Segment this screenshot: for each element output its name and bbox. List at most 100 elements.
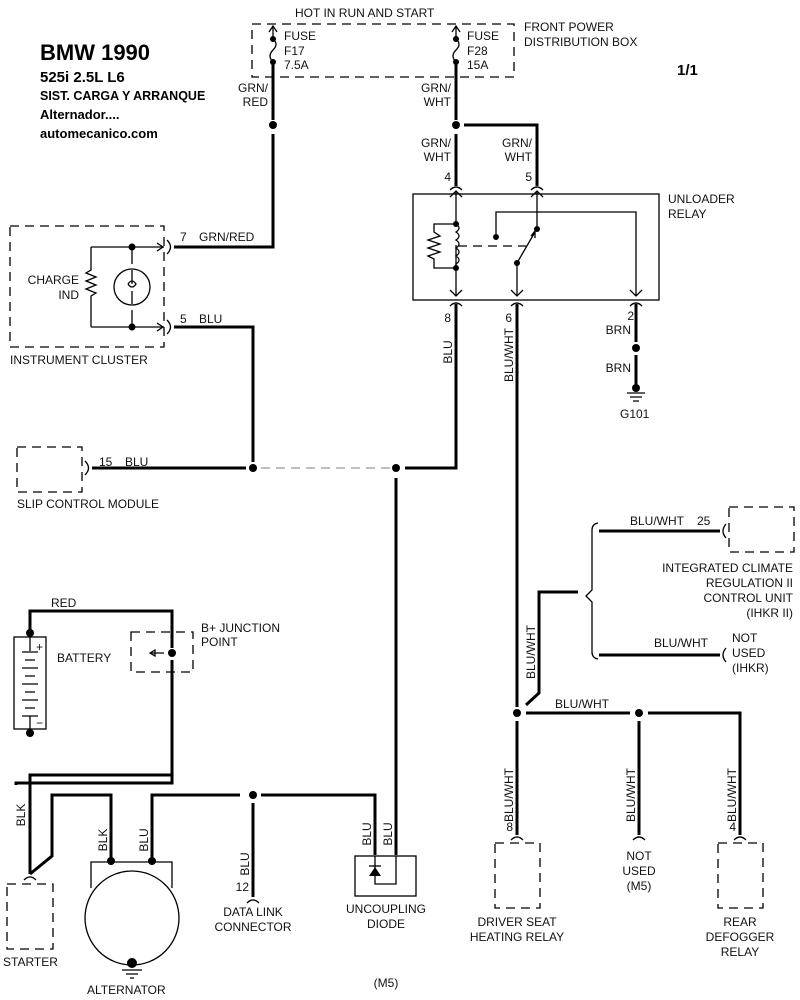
svg-text:+: + (36, 640, 43, 654)
svg-text:BLU: BLU (441, 340, 455, 363)
driver-seat-heating-relay: BLU/WHT 8 DRIVER SEAT HEATING RELAY (470, 767, 564, 944)
svg-text:5: 5 (525, 170, 532, 184)
svg-text:NOT: NOT (626, 849, 652, 863)
splice-dot (513, 709, 521, 717)
connector-icon (510, 836, 524, 841)
svg-text:BLU/WHT: BLU/WHT (624, 767, 638, 822)
svg-text:15: 15 (99, 455, 113, 469)
connector-icon (733, 836, 747, 841)
svg-text:CHARGE: CHARGE (28, 273, 79, 287)
svg-text:4: 4 (444, 170, 451, 184)
svg-text:15A: 15A (467, 58, 488, 72)
svg-text:GRN/: GRN/ (421, 136, 452, 150)
page-number: 1/1 (677, 62, 698, 79)
svg-text:12: 12 (236, 880, 250, 894)
svg-text:(M5): (M5) (627, 879, 652, 893)
svg-text:B+ JUNCTION: B+ JUNCTION (201, 621, 280, 635)
relay-switch-icon (516, 229, 536, 264)
svg-text:BLK: BLK (96, 829, 110, 852)
climate-branch: BLU/WHT 25 INTEGRATED CLIMATE REGULATION… (524, 506, 795, 707)
wire-blu-wht-feed (524, 590, 578, 707)
svg-text:RED: RED (243, 95, 269, 109)
connector-pin2-icon (629, 289, 643, 307)
svg-text:FUSE: FUSE (467, 29, 499, 43)
splice-dot (632, 344, 640, 352)
splice-dot (249, 791, 257, 799)
unloader-relay: UNLOADER RELAY (412, 186, 735, 307)
svg-text:BLU/WHT: BLU/WHT (630, 514, 685, 528)
option-brace-icon (585, 522, 599, 660)
svg-text:(M5): (M5) (374, 976, 399, 990)
connector-icon (23, 876, 37, 881)
svg-text:INTEGRATED CLIMATE: INTEGRATED CLIMATE (662, 561, 793, 575)
wire-blu-wht-defogger (648, 711, 742, 835)
diode-icon (369, 867, 381, 876)
instrument-cluster: INSTRUMENT CLUSTER CHARGE IND (9, 225, 172, 367)
svg-text:HEATING RELAY: HEATING RELAY (470, 930, 564, 944)
svg-text:25: 25 (697, 514, 711, 528)
svg-text:BLU: BLU (381, 822, 395, 845)
fuse-f17: FUSE F17 7.5A (268, 24, 316, 72)
resistor-icon (425, 223, 456, 269)
svg-text:GRN/: GRN/ (421, 81, 452, 95)
svg-text:BLU: BLU (125, 455, 148, 469)
ground-icon (122, 969, 142, 979)
wire-blu-alt (150, 793, 240, 860)
splice-dot (635, 709, 643, 717)
relay-box (412, 193, 660, 301)
not-used-m5: BLU/WHT NOT USED (M5) (622, 767, 656, 893)
power-box-name-1: FRONT POWER (524, 20, 614, 34)
svg-text:GRN/: GRN/ (502, 136, 533, 150)
wire-grn-wht-pin5 (464, 123, 539, 186)
svg-text:WHT: WHT (424, 150, 452, 164)
svg-text:CONTROL UNIT: CONTROL UNIT (703, 591, 793, 605)
svg-text:CONNECTOR: CONNECTOR (214, 920, 291, 934)
svg-text:BLU: BLU (238, 852, 252, 875)
svg-text:BLU/WHT: BLU/WHT (725, 767, 739, 822)
ground-icon (627, 384, 645, 402)
svg-text:7.5A: 7.5A (284, 58, 309, 72)
svg-text:BATTERY: BATTERY (57, 651, 111, 665)
svg-text:4: 4 (729, 820, 736, 834)
svg-text:GRN/RED: GRN/RED (199, 230, 255, 244)
splice-dot (392, 464, 400, 472)
svg-text:UNLOADER: UNLOADER (668, 192, 735, 206)
svg-text:BLU/WHT: BLU/WHT (555, 697, 610, 711)
svg-text:DRIVER SEAT: DRIVER SEAT (477, 915, 557, 929)
svg-text:BLU/WHT: BLU/WHT (502, 327, 516, 382)
model-label: 525i 2.5L L6 (40, 69, 125, 86)
diagram-title: BMW 1990 (40, 40, 150, 65)
svg-text:USED: USED (732, 646, 766, 660)
connector-pin7-icon (166, 239, 172, 255)
b-plus-junction-box (130, 631, 194, 673)
svg-text:WHT: WHT (424, 95, 452, 109)
svg-text:F17: F17 (284, 44, 305, 58)
subsystem-label: Alternador.... (40, 107, 119, 122)
svg-text:INSTRUMENT CLUSTER: INSTRUMENT CLUSTER (10, 353, 148, 367)
svg-text:BLU/WHT: BLU/WHT (502, 767, 516, 822)
svg-text:RELAY: RELAY (668, 207, 706, 221)
svg-text:BRN: BRN (606, 323, 631, 337)
battery: RED + − BATTERY B+ JUNCTION POINT (13, 596, 280, 785)
connector-pin5-icon (166, 319, 172, 335)
svg-text:UNCOUPLING: UNCOUPLING (346, 902, 426, 916)
connector-icon (722, 647, 727, 663)
svg-text:DEFOGGER: DEFOGGER (706, 930, 775, 944)
svg-text:RELAY: RELAY (721, 945, 759, 959)
svg-text:NOT: NOT (732, 631, 758, 645)
wire-blu-to-diode-a (261, 793, 377, 855)
resistor-icon (84, 246, 164, 328)
wire-grn-red-lower (174, 134, 275, 249)
wire-blu-pin8 (405, 304, 458, 470)
svg-text:2: 2 (627, 309, 634, 323)
connector-icon (246, 899, 260, 904)
wire-red (14, 609, 174, 785)
svg-text:BLU: BLU (199, 312, 222, 326)
power-distribution-box: HOT IN RUN AND START FRONT POWER DISTRIB… (251, 6, 637, 78)
svg-text:DIODE: DIODE (367, 917, 405, 931)
fuse-f28: FUSE F28 15A (451, 24, 499, 72)
svg-text:−: − (36, 716, 43, 730)
cluster-outline (9, 225, 165, 348)
uncoupling-diode: BLU BLU UNCOUPLING DIODE (M5) (346, 822, 426, 990)
charge-lamp-icon (113, 268, 151, 306)
